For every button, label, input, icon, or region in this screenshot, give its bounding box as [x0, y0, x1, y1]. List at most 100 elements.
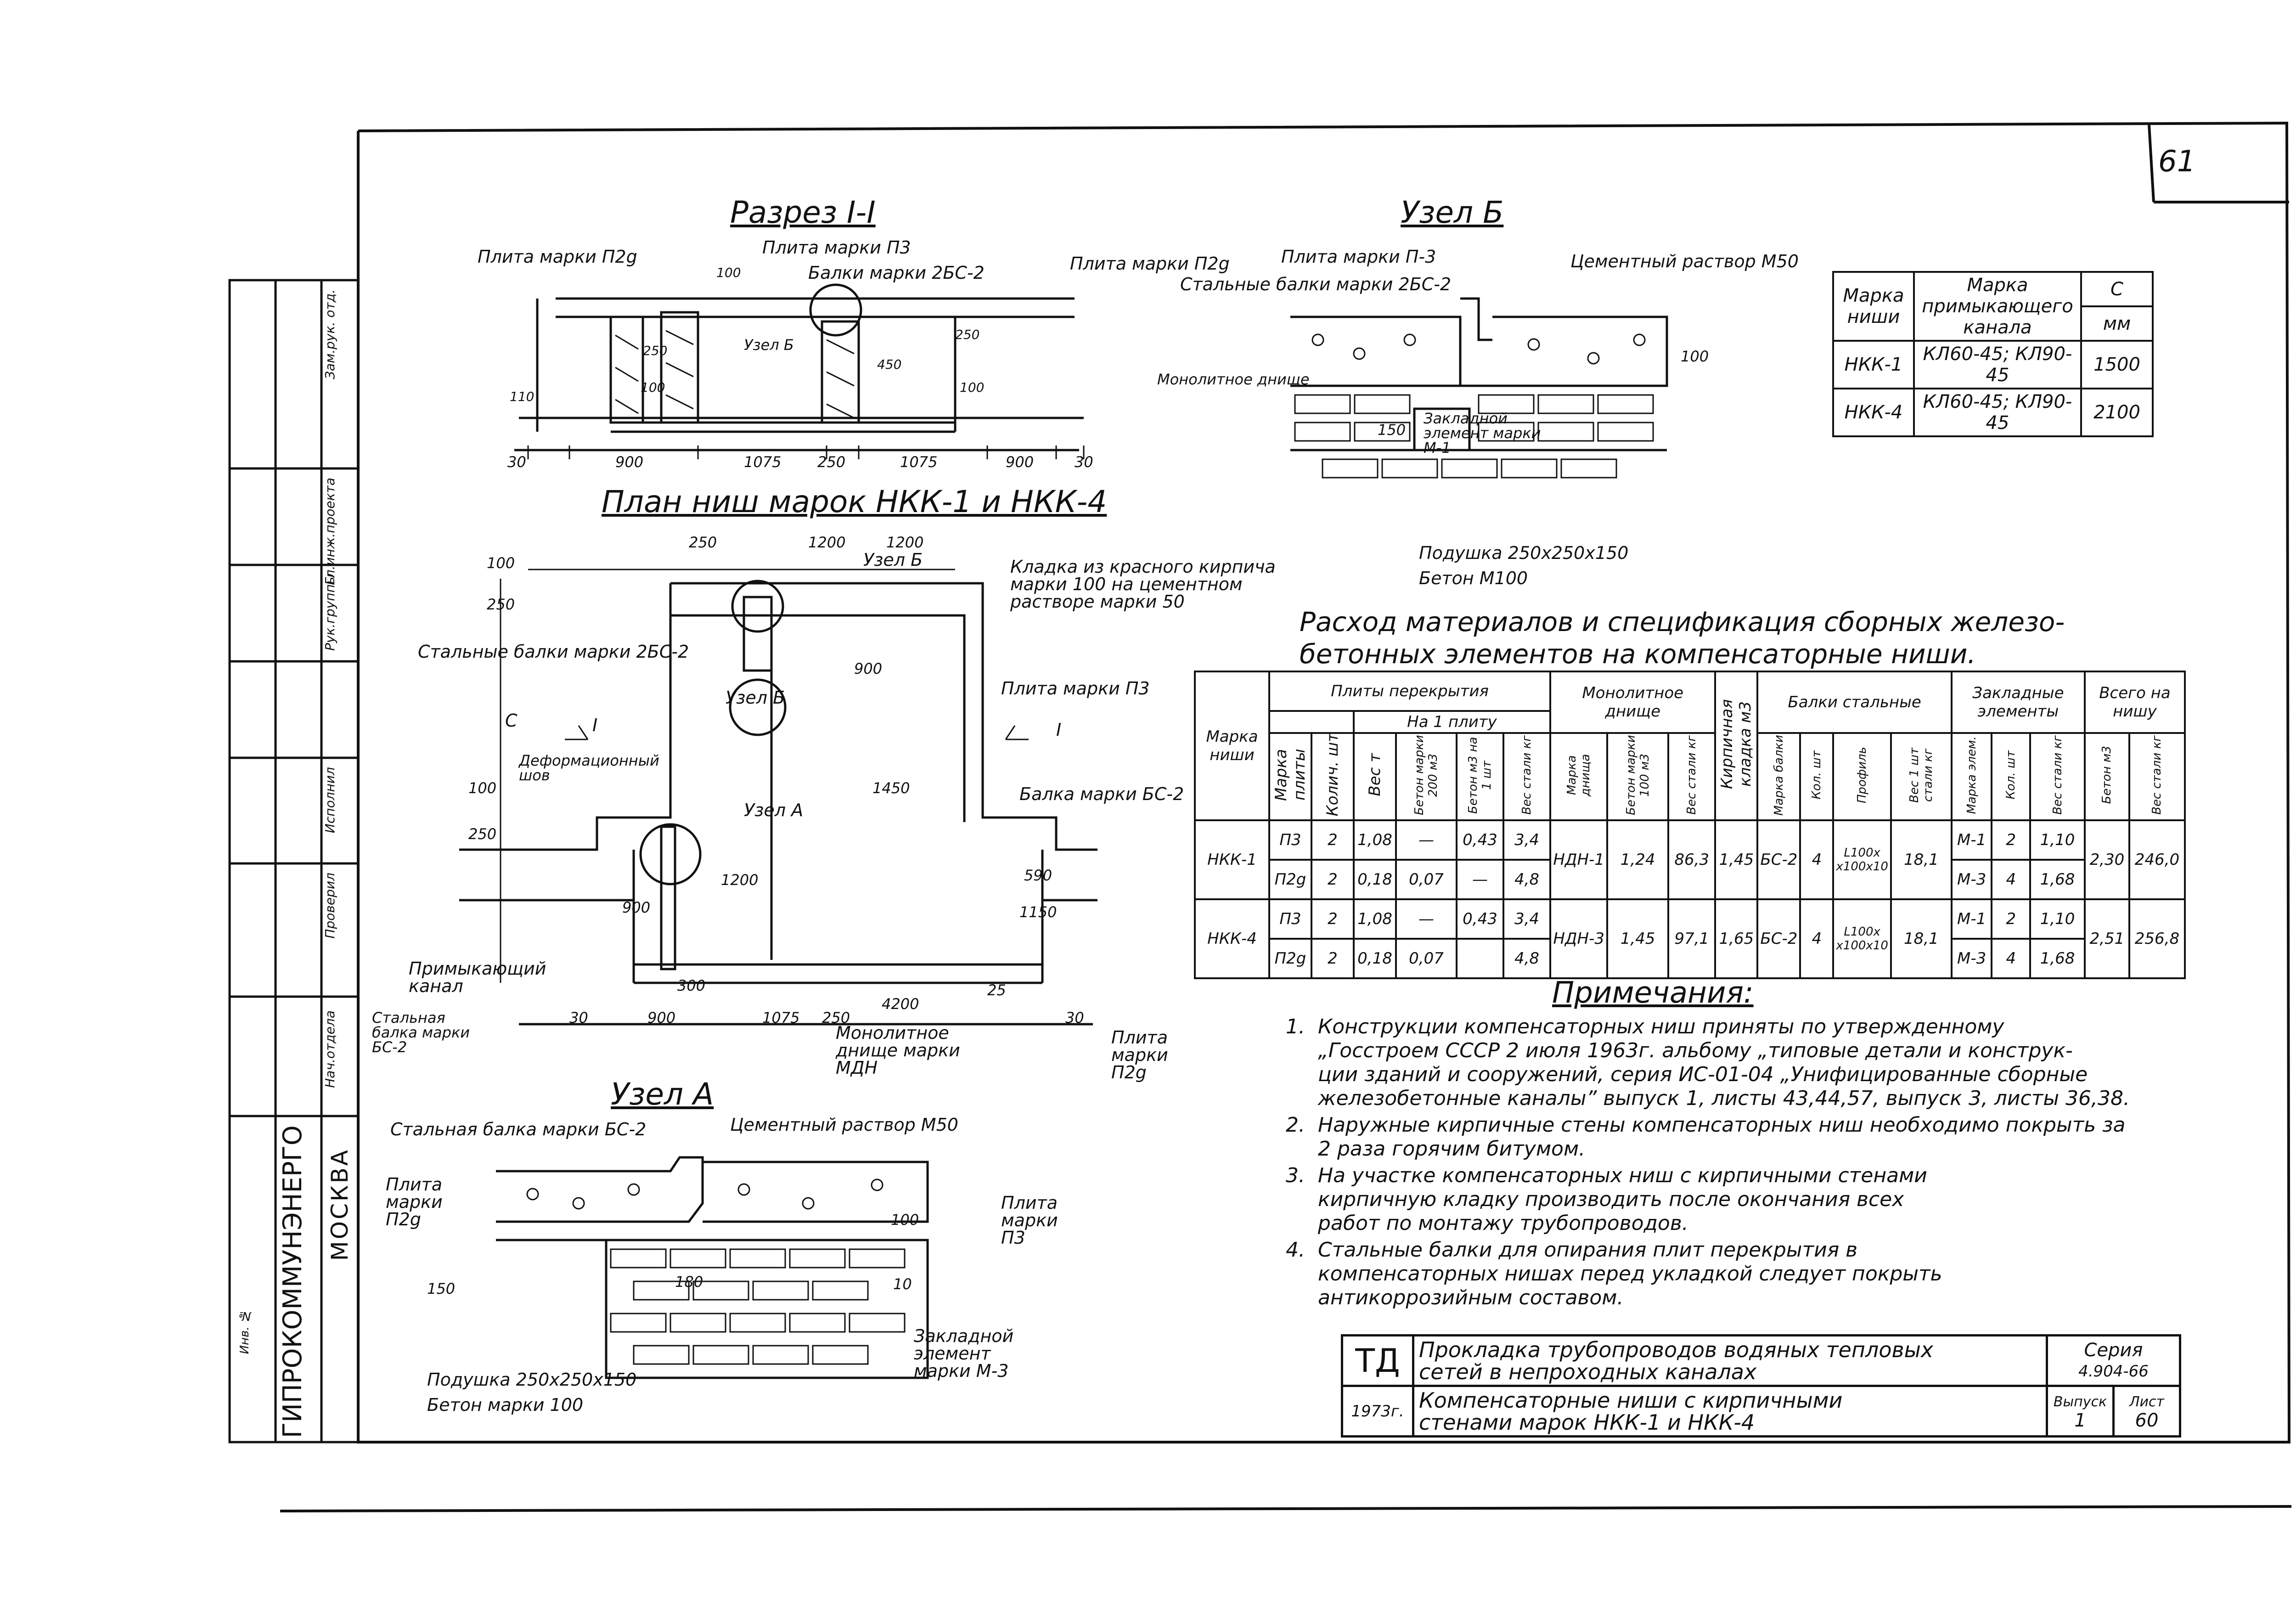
spec-cell: L100x x100x10	[1832, 819, 1892, 900]
tb-code: ТД	[1341, 1334, 1414, 1387]
notes-list: 1. Конструкции компенсаторных ниш принят…	[1286, 1015, 2204, 1310]
spec-cell: 2	[1311, 859, 1355, 900]
spec-cell: П3	[1268, 898, 1312, 940]
spec-head: Марка ниши	[1194, 671, 1270, 821]
plan-title: План ниш марок НКК-1 и НКК-4	[602, 484, 1107, 519]
th-unit: мм	[2080, 305, 2154, 342]
dim: 100	[487, 554, 515, 572]
tb-project: Прокладка трубопроводов водяных тепловых…	[1412, 1334, 2048, 1387]
note-item: 2. Наружные кирпичные стены компенсаторн…	[1286, 1113, 2126, 1161]
spec-cell: 2	[1991, 819, 2032, 861]
cell: НКК-4	[1832, 388, 1915, 437]
spec-cell: 4	[1799, 819, 1835, 900]
plan-label: Узел Б	[726, 688, 785, 708]
dim: 900	[1006, 453, 1034, 471]
spec-cell: 0,18	[1353, 938, 1397, 979]
node-a-label: Бетон марки 100	[427, 1395, 584, 1415]
spec-title-2: бетонных элементов на компенсаторные ниш…	[1300, 638, 1976, 670]
th-c: С	[2080, 271, 2154, 307]
dim: 1075	[744, 453, 782, 471]
niche-table: Марка ниши Марка примыкающего канала С м…	[1832, 271, 2154, 437]
spec-cell: —	[1456, 859, 1504, 900]
spec-cell: 1,10	[2029, 819, 2086, 861]
spec-col: Кол. шт	[1991, 732, 2032, 821]
tb-sheet: Лист 60	[2112, 1385, 2181, 1438]
spec-cell: П3	[1268, 819, 1312, 861]
spec-cell: 2,30	[2083, 819, 2130, 900]
spec-cell: 0,07	[1395, 938, 1458, 979]
node-a-label: Закладной элемент марки М-3	[914, 1326, 1014, 1381]
spec-title-1: Расход материалов и спецификация сборных…	[1300, 606, 2065, 637]
spec-cell: 4	[1991, 859, 2032, 900]
section-title: Разрез I-I	[730, 195, 876, 230]
plan-label: I	[1056, 720, 1062, 740]
plan-label: С	[505, 710, 518, 731]
dim: 25	[987, 981, 1006, 999]
spec-col: Марка плиты	[1268, 732, 1312, 821]
plan-label: Узел А	[744, 800, 804, 820]
dim: 590	[1024, 867, 1052, 884]
dim: 1200	[721, 871, 759, 889]
spec-cell: 0,43	[1456, 898, 1504, 940]
node-b-label: Плита марки П-3	[1281, 247, 1436, 267]
tb-sheet-title: Компенсаторные ниши с кирпичными стенами…	[1412, 1385, 2048, 1438]
spec-head: Закладные элементы	[1950, 671, 2086, 734]
plan-label: Балка марки БС-2	[1019, 784, 1184, 804]
tb-issue: Выпуск 1	[2046, 1385, 2115, 1438]
dim: 250	[817, 453, 846, 471]
spec-niche: НКК-4	[1194, 898, 1270, 979]
dim: 100	[1681, 348, 1709, 365]
dim: 180	[675, 1273, 703, 1291]
dim: 150	[427, 1280, 456, 1297]
stamp-line: Исполнил	[322, 767, 338, 834]
section-label: Монолитное днище	[1157, 371, 1310, 388]
spec-col: Кол. шт	[1799, 732, 1835, 821]
dim: 100	[641, 380, 665, 395]
spec-cell: L100x x100x10	[1832, 898, 1892, 979]
dim: 1075	[900, 453, 938, 471]
spec-cell: 2	[1991, 898, 2032, 940]
dim: 250	[689, 534, 717, 551]
dim: 1150	[1019, 903, 1057, 921]
dim: 900	[854, 660, 883, 677]
spec-col: Вес стали кг	[2029, 732, 2086, 821]
spec-cell: НДН-1	[1549, 819, 1609, 900]
spec-cell: М-1	[1950, 819, 1993, 861]
spec-cell: 18,1	[1890, 819, 1953, 900]
spec-cell: 1,08	[1353, 819, 1397, 861]
dim: 30	[569, 1009, 588, 1026]
spec-head: Балки стальные	[1756, 671, 1953, 734]
spec-head: Кирпичная кладка м3	[1714, 671, 1759, 821]
plan-label: Деформационный шов	[519, 752, 659, 784]
institute-name: ГИПРОКОММУНЭНЕРГО	[278, 1125, 308, 1438]
dim: 150	[1378, 421, 1406, 439]
dim: 900	[647, 1009, 676, 1026]
plan-label: Монолитное днище марки МДН	[836, 1023, 960, 1078]
dim: 1075	[762, 1009, 800, 1026]
spec-col: Вес т	[1353, 732, 1397, 821]
plan-label: Плита марки П3	[1001, 678, 1150, 699]
node-b-label: Цементный раствор М50	[1570, 251, 1799, 271]
dim: 100	[891, 1211, 919, 1229]
spec-cell: 4,8	[1503, 938, 1551, 979]
spec-col: Колич. шт	[1311, 732, 1355, 821]
spec-cell: 1,24	[1606, 819, 1669, 900]
dim: 4200	[882, 995, 919, 1013]
spec-head: Плиты перекрытия	[1268, 671, 1551, 712]
spec-cell: БС-2	[1756, 898, 1801, 979]
spec-col: Марка элем.	[1950, 732, 1993, 821]
dim: 1200	[886, 534, 924, 551]
spec-cell: 3,4	[1503, 819, 1551, 861]
dim: 300	[677, 977, 706, 994]
dim: 110	[510, 389, 535, 404]
spec-cell: М-1	[1950, 898, 1993, 940]
spec-cell: П2g	[1268, 938, 1312, 979]
spec-col: Вес стали кг	[1667, 732, 1716, 821]
dim: 30	[1075, 453, 1093, 471]
cell: НКК-1	[1832, 340, 1915, 389]
section-label: Плита марки П2g	[1070, 254, 1230, 274]
stamp-line: Нач.отдела	[322, 1010, 338, 1088]
spec-col: Бетон м3 на 1 шт	[1456, 732, 1504, 821]
tb-year: 1973г.	[1341, 1385, 1414, 1438]
